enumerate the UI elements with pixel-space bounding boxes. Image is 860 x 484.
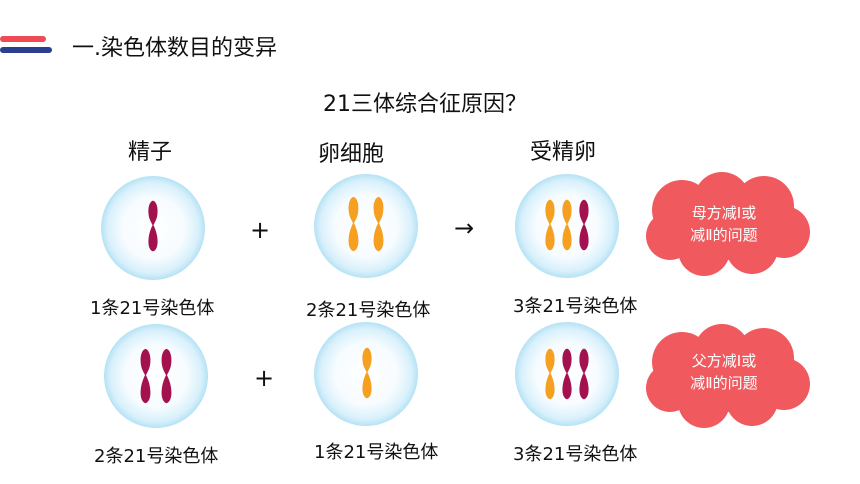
plus-operator-row2: + [254,364,275,392]
accent-bar-red [0,36,46,42]
chromosome-icon [360,343,374,403]
chromosome-icon [560,344,574,404]
chromosome-icon [577,195,591,255]
label-sperm: 精子 [128,140,173,165]
chromosome-icon [560,195,574,255]
sperm-cell-row2 [104,324,208,428]
zygote-cell-row1 [515,174,619,278]
label-egg: 卵细胞 [318,142,385,167]
egg-count-row2: 1条21号染色体 [314,442,439,463]
chromosome-icon [543,195,557,255]
zygote-count-row1: 3条21号染色体 [513,296,638,317]
chromosome-icon [346,194,361,254]
cause-text-row1: 母方减Ⅰ或 减Ⅱ的问题 [654,202,794,246]
plus-operator-row1: + [250,216,271,244]
egg-cell-row1 [314,174,418,278]
chromosome-icon [146,196,160,256]
cause-line2: 减Ⅱ的问题 [690,374,758,392]
page-title: 一.染色体数目的变异 [72,36,277,61]
zygote-cell-row2 [515,322,619,426]
arrow-operator-row1: → [454,214,475,242]
egg-count-row1: 2条21号染色体 [306,300,431,321]
cause-line1: 父方减Ⅰ或 [691,352,757,370]
cloud-callout-icon [646,172,810,276]
cloud-callout-icon [646,324,810,428]
cause-line1: 母方减Ⅰ或 [691,204,757,222]
chromosome-icon [577,344,591,404]
accent-bar-blue [0,47,52,53]
sperm-count-row2: 2条21号染色体 [94,446,219,467]
cause-text-row2: 父方减Ⅰ或 减Ⅱ的问题 [654,350,794,394]
zygote-count-row2: 3条21号染色体 [513,444,638,465]
chromosome-icon [159,346,174,406]
egg-cell-row2 [314,322,418,426]
sperm-cell-row1 [101,176,205,280]
chromosome-icon [371,194,386,254]
sperm-count-row1: 1条21号染色体 [90,298,215,319]
cause-line2: 减Ⅱ的问题 [690,226,758,244]
question-heading: 21三体综合征原因？ [323,92,527,117]
chromosome-icon [543,344,557,404]
label-zygote: 受精卵 [530,140,597,165]
chromosome-icon [138,346,153,406]
